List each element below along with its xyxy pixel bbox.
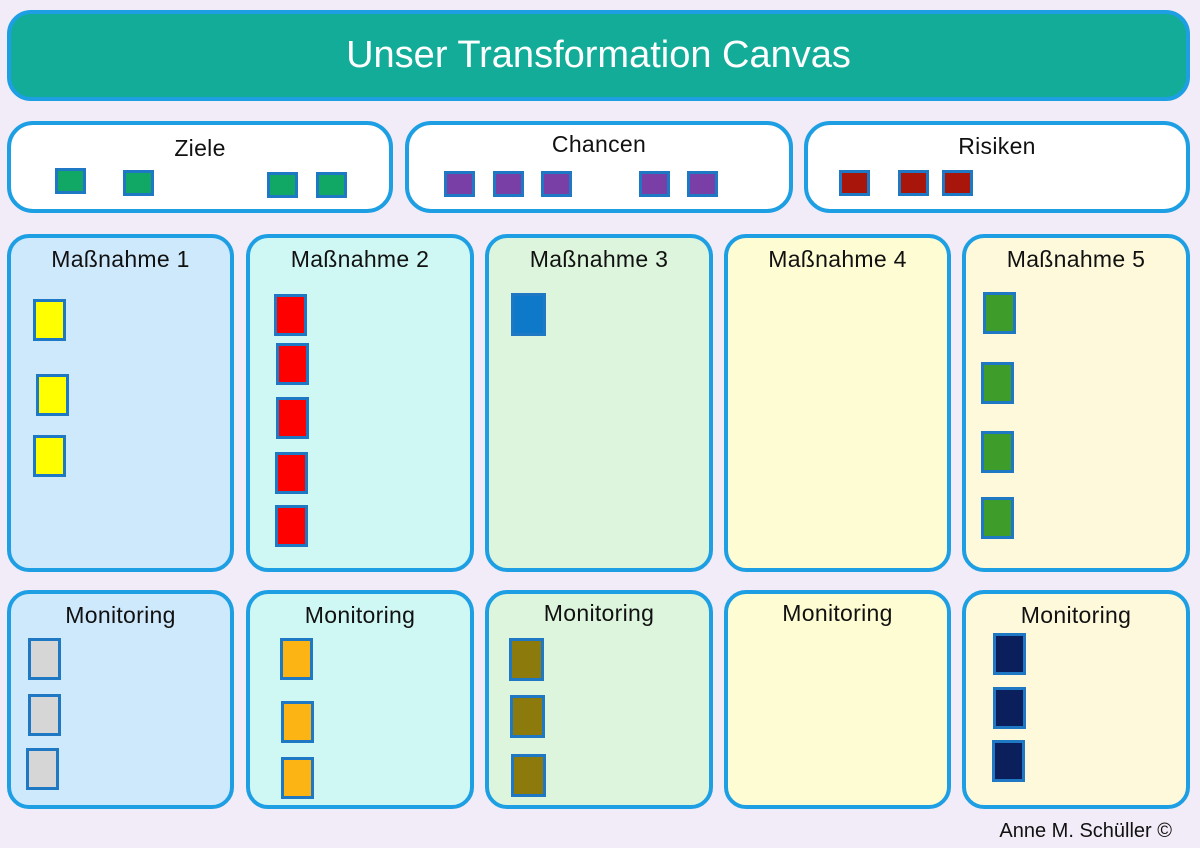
sticky-note[interactable] [898,170,929,196]
sticky-note[interactable] [36,374,69,416]
sticky-note[interactable] [493,171,524,197]
sticky-note[interactable] [983,292,1016,334]
panel-monitoring-4: Monitoring [724,590,951,809]
sticky-note[interactable] [981,362,1014,404]
panel-title-massnahme-1: Maßnahme 1 [51,246,190,272]
sticky-note[interactable] [316,172,347,198]
panel-monitoring-1: Monitoring [7,590,234,809]
sticky-note[interactable] [942,170,973,196]
panel-title-ziele: Ziele [174,135,226,161]
sticky-note[interactable] [510,695,545,738]
panel-title-monitoring-4: Monitoring [782,600,893,626]
panel-monitoring-3: Monitoring [485,590,713,809]
canvas-title: Unser Transformation Canvas [7,10,1190,101]
sticky-note[interactable] [509,638,544,681]
panel-massnahme-3: Maßnahme 3 [485,234,713,572]
panel-title-chancen: Chancen [551,131,647,157]
panel-massnahme-2: Maßnahme 2 [246,234,474,572]
panel-title-monitoring-5: Monitoring [1020,602,1132,628]
panel-title-massnahme-4: Maßnahme 4 [768,246,907,272]
sticky-note[interactable] [639,171,670,197]
panel-massnahme-1: Maßnahme 1 [7,234,234,572]
sticky-note[interactable] [511,754,546,797]
sticky-note[interactable] [276,397,309,439]
sticky-note[interactable] [33,299,66,341]
sticky-note[interactable] [274,294,307,336]
sticky-note[interactable] [275,505,308,547]
sticky-note[interactable] [281,757,314,799]
panel-monitoring-5: Monitoring [962,590,1190,809]
sticky-note[interactable] [687,171,718,197]
sticky-note[interactable] [276,343,309,385]
panel-title-massnahme-5: Maßnahme 5 [1006,246,1146,272]
sticky-note[interactable] [33,435,66,477]
sticky-note[interactable] [275,452,308,494]
panel-title-monitoring-2: Monitoring [304,602,416,628]
sticky-note[interactable] [511,293,546,336]
sticky-note[interactable] [26,748,59,790]
panel-massnahme-4: Maßnahme 4 [724,234,951,572]
panel-title-massnahme-3: Maßnahme 3 [529,246,669,272]
sticky-note[interactable] [981,497,1014,539]
panel-title-monitoring-1: Monitoring [65,602,176,628]
sticky-note[interactable] [992,740,1025,782]
sticky-note[interactable] [541,171,572,197]
sticky-note[interactable] [444,171,475,197]
panel-chancen: Chancen [405,121,793,213]
panel-risiken: Risiken [804,121,1190,213]
panel-ziele: Ziele [7,121,393,213]
panel-massnahme-5: Maßnahme 5 [962,234,1190,572]
sticky-note[interactable] [281,701,314,743]
sticky-note[interactable] [280,638,313,680]
panel-title-risiken: Risiken [958,133,1036,159]
panel-title-massnahme-2: Maßnahme 2 [290,246,430,272]
sticky-note[interactable] [993,687,1026,729]
sticky-note[interactable] [28,694,61,736]
panel-title-monitoring-3: Monitoring [543,600,655,626]
sticky-note[interactable] [267,172,298,198]
sticky-note[interactable] [55,168,86,194]
sticky-note[interactable] [993,633,1026,675]
author-credit: Anne M. Schüller © [999,820,1172,842]
sticky-note[interactable] [839,170,870,196]
sticky-note[interactable] [123,170,154,196]
sticky-note[interactable] [28,638,61,680]
sticky-note[interactable] [981,431,1014,473]
panel-monitoring-2: Monitoring [246,590,474,809]
